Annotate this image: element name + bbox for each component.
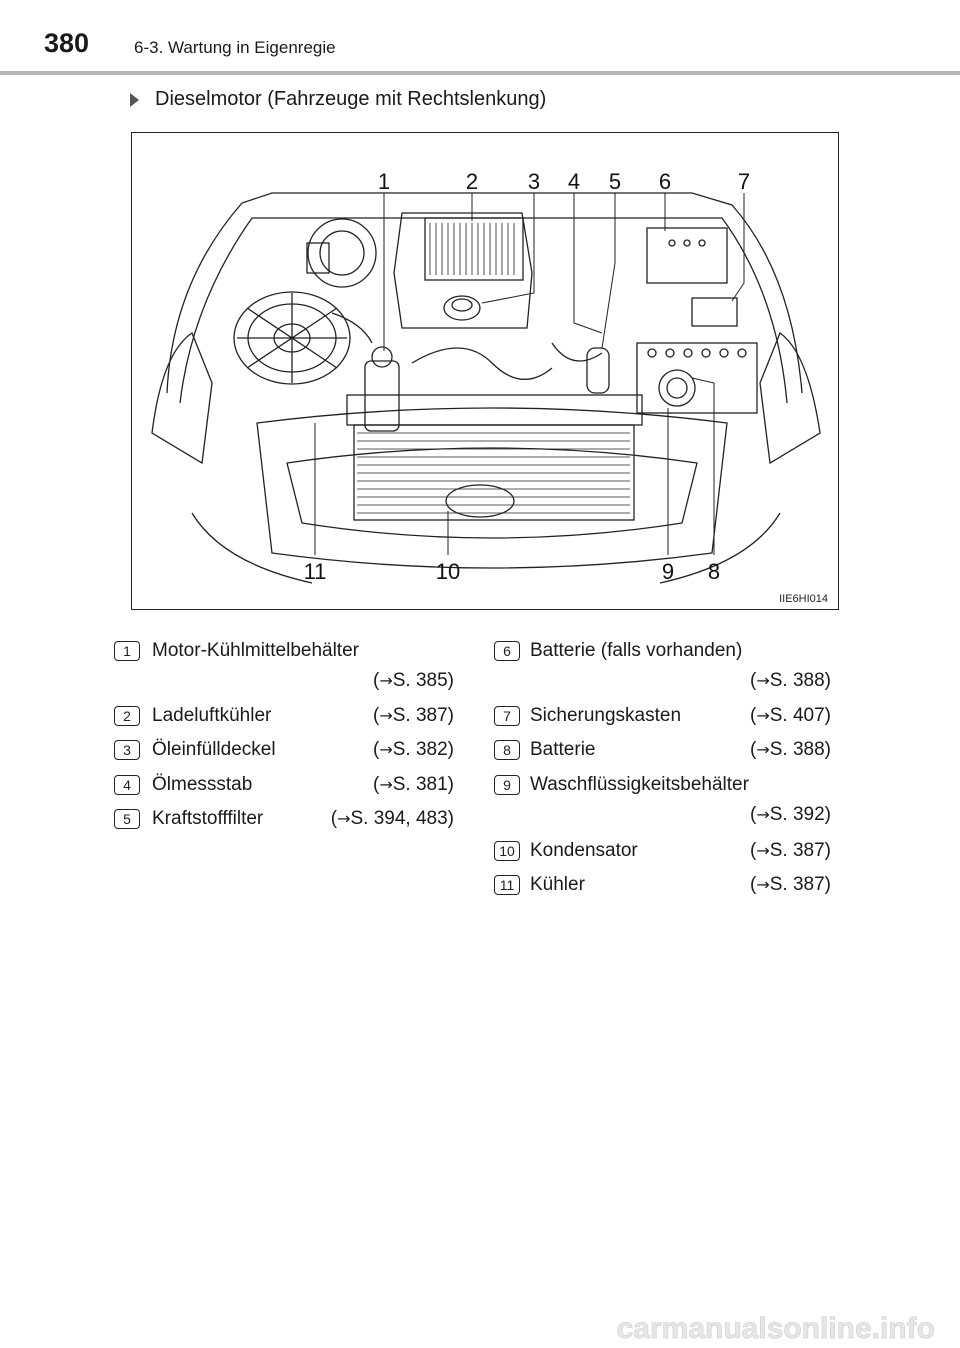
callout-11: 11 (304, 559, 327, 584)
badge-4: 4 (114, 775, 140, 795)
subheading-text: Dieselmotor (Fahrzeuge mit Rechtslenkung… (155, 88, 547, 110)
engine-bay-drawing: 1 2 3 4 5 6 7 8 9 10 11 (151, 169, 821, 584)
page-number: 380 (44, 28, 90, 58)
legend-ref-6: (→S. 388) (750, 670, 831, 691)
legend-label-1: Motor-Kühlmittelbehälter (152, 640, 359, 661)
legend-label-11: Kühler (530, 874, 585, 895)
callout-8: 8 (708, 559, 720, 584)
header-divider (0, 71, 960, 75)
badge-3: 3 (114, 740, 140, 760)
legend-label-3: Öleinfülldeckel (152, 739, 276, 760)
legend-item-11: 11 Kühler (→S. 387) (494, 874, 831, 900)
legend-item-6: 6 Batterie (falls vorhanden) (→S. 388) (494, 640, 831, 691)
legend-ref-8: (→S. 388) (750, 739, 831, 760)
engine-bay-illustration: 1 2 3 4 5 6 7 8 9 10 11 IIE6HI014 (131, 132, 839, 610)
legend-item-7: 7 Sicherungskasten (→S. 407) (494, 705, 831, 731)
legend-ref-2: (→S. 387) (373, 705, 454, 726)
legend-label-8: Batterie (530, 739, 596, 760)
legend-item-3: 3 Öleinfülldeckel (→S. 382) (114, 739, 454, 765)
legend-label-5: Kraftstofffilter (152, 808, 264, 829)
legend-item-2: 2 Ladeluftkühler (→S. 387) (114, 705, 454, 731)
legend-label-9: Waschflüssigkeitsbehälter (530, 774, 749, 795)
legend-item-8: 8 Batterie (→S. 388) (494, 739, 831, 765)
legend-item-10: 10 Kondensator (→S. 387) (494, 840, 831, 866)
legend-item-5: 5 Kraftstofffilter (→S. 394, 483) (114, 808, 454, 834)
subheading: Dieselmotor (Fahrzeuge mit Rechtslenkung… (130, 88, 546, 111)
legend-item-1: 1 Motor-Kühlmittelbehälter (→S. 385) (114, 640, 454, 691)
legend-ref-1: (→S. 385) (373, 670, 454, 691)
badge-6: 6 (494, 641, 520, 661)
callout-9: 9 (662, 559, 674, 584)
svg-text:carmanualsonline.info: carmanualsonline.info (617, 1312, 935, 1345)
legend-label-2: Ladeluftkühler (152, 705, 272, 726)
callout-10: 10 (436, 559, 460, 584)
figure-id: IIE6HI014 (779, 593, 828, 605)
legend-ref-10: (→S. 387) (750, 840, 831, 861)
callout-1: 1 (378, 169, 390, 194)
legend-ref-9: (→S. 392) (750, 804, 831, 825)
legend-label-6: Batterie (falls vorhanden) (530, 640, 743, 661)
badge-1: 1 (114, 641, 140, 661)
badge-7: 7 (494, 706, 520, 726)
callout-3: 3 (528, 169, 540, 194)
callout-7: 7 (738, 169, 750, 194)
legend-label-10: Kondensator (530, 840, 638, 861)
legend-item-4: 4 Ölmessstab (→S. 381) (114, 774, 454, 800)
triangle-bullet-icon (130, 92, 139, 107)
callout-5: 5 (609, 169, 621, 194)
legend-ref-5: (→S. 394, 483) (330, 808, 454, 829)
legend-ref-3: (→S. 382) (373, 739, 454, 760)
legend-ref-7: (→S. 407) (750, 705, 831, 726)
badge-11: 11 (494, 875, 520, 895)
legend-ref-11: (→S. 387) (750, 874, 831, 895)
badge-2: 2 (114, 706, 140, 726)
legend-ref-4: (→S. 381) (373, 774, 454, 795)
badge-9: 9 (494, 775, 520, 795)
section-title: 6-3. Wartung in Eigenregie (134, 38, 336, 57)
callout-4: 4 (568, 169, 580, 194)
legend-label-7: Sicherungskasten (530, 705, 682, 726)
callout-6: 6 (659, 169, 671, 194)
legend-label-4: Ölmessstab (152, 774, 253, 795)
callout-2: 2 (466, 169, 478, 194)
badge-8: 8 (494, 740, 520, 760)
badge-10: 10 (494, 841, 520, 861)
badge-5: 5 (114, 809, 140, 829)
legend-item-9: 9 Waschflüssigkeitsbehälter (→S. 392) (494, 774, 831, 825)
